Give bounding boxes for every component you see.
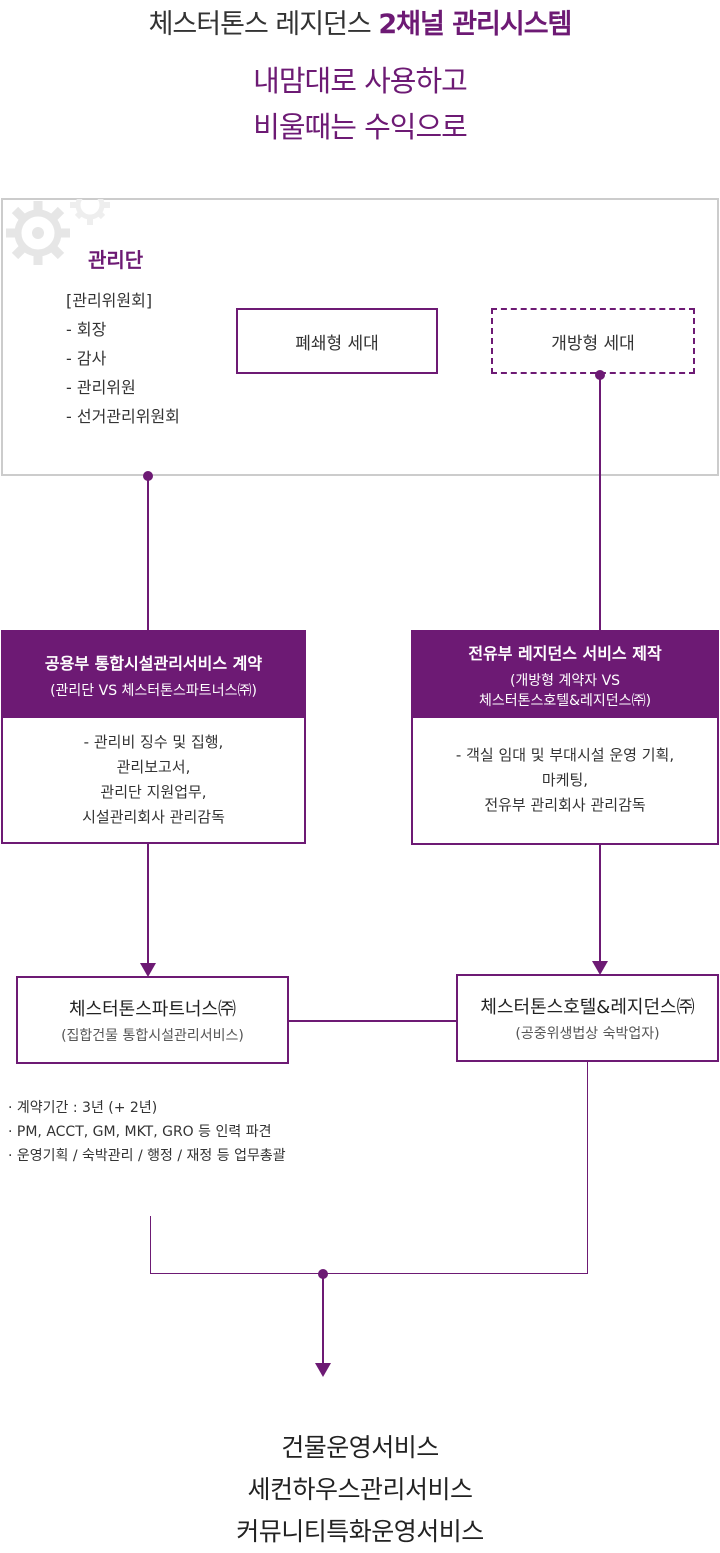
open-household-box: 개방형 세대 [491, 308, 695, 374]
connector-line [147, 476, 149, 631]
contract-title: 전유부 레지던스 서비스 제작 [468, 644, 662, 663]
service-item: 세컨하우스관리서비스 [247, 1475, 473, 1504]
closed-household-box: 폐쇄형 세대 [236, 308, 438, 374]
committee-item: - 선거관리위원회 [66, 407, 180, 426]
arrow-down-icon [315, 1363, 331, 1377]
connector-line [322, 1274, 324, 1366]
title-highlight: 2채널 관리시스템 [378, 9, 572, 40]
company-description: (공중위생법상 숙박업자) [515, 1026, 660, 1042]
note-item: · 운영기획 / 숙박관리 / 행정 / 재정 등 업무총괄 [8, 1148, 286, 1164]
arrow-down-icon [140, 963, 156, 977]
contract-header: 전유부 레지던스 서비스 제작 (개방형 계약자 VS 체스터톤스호텔&레지던스… [413, 632, 717, 718]
committee-item: - 관리위원 [66, 378, 136, 397]
contract-subtitle: (개방형 계약자 VS [509, 673, 621, 689]
connector-line [599, 845, 601, 963]
private-area-contract-box: 전유부 레지던스 서비스 제작 (개방형 계약자 VS 체스터톤스호텔&레지던스… [411, 630, 719, 845]
service-item: 건물운영서비스 [281, 1433, 439, 1462]
contract-header: 공용부 통합시설관리서비스 계약 (관리단 VS 체스터톤스파트너스㈜) [3, 632, 304, 718]
hotel-residence-company-box: 체스터톤스호텔&레지던스㈜ (공중위생법상 숙박업자) [456, 974, 719, 1062]
service-item: 커뮤니티특화운영서비스 [236, 1517, 484, 1546]
connector-line [147, 844, 149, 966]
contract-detail: 관리단 지원업무, [100, 783, 207, 801]
contract-details: - 객실 임대 및 부대시설 운영 기획, 마케팅, 전유부 관리회사 관리감독 [413, 718, 717, 843]
contract-details: - 관리비 징수 및 집행, 관리보고서, 관리단 지원업무, 시설관리회사 관… [3, 718, 304, 842]
contract-subtitle: 체스터톤스호텔&레지던스㈜) [478, 693, 652, 709]
company-description: (집합건물 통합시설관리서비스) [61, 1028, 244, 1044]
subtitle-line-2: 비울때는 수익으로 [253, 110, 468, 144]
connector-line [599, 375, 601, 631]
connector-line [587, 1062, 588, 1274]
note-item: · PM, ACCT, GM, MKT, GRO 등 인력 파견 [8, 1124, 272, 1140]
contract-title: 공용부 통합시설관리서비스 계약 [44, 654, 263, 673]
contract-detail: 관리보고서, [116, 758, 191, 776]
partners-company-box: 체스터톤스파트너스㈜ (집합건물 통합시설관리서비스) [16, 976, 289, 1064]
subtitle-line-1: 내맘대로 사용하고 [253, 64, 468, 98]
contract-notes: · 계약기간 : 3년 (+ 2년) · PM, ACCT, GM, MKT, … [8, 1096, 286, 1168]
company-name: 체스터톤스호텔&레지던스㈜ [480, 997, 695, 1018]
contract-subtitle: (관리단 VS 체스터톤스파트너스㈜) [50, 683, 257, 699]
arrow-down-icon [592, 961, 608, 975]
note-item: · 계약기간 : 3년 (+ 2년) [8, 1100, 158, 1116]
management-committee-list: [관리위원회] - 회장 - 감사 - 관리위원 - 선거관리위원회 [66, 286, 180, 431]
management-title: 관리단 [88, 248, 144, 272]
committee-item: [관리위원회] [66, 291, 153, 310]
gear-icon [2, 199, 132, 279]
committee-item: - 감사 [66, 349, 107, 368]
contract-detail: 시설관리회사 관리감독 [82, 808, 225, 826]
contract-detail: 마케팅, [541, 771, 589, 789]
connector-line [150, 1273, 588, 1274]
contract-detail: 전유부 관리회사 관리감독 [484, 796, 646, 814]
committee-item: - 회장 [66, 320, 107, 339]
company-name: 체스터톤스파트너스㈜ [68, 999, 237, 1020]
connector-line [150, 1216, 151, 1274]
page-title: 체스터톤스 레지던스 2채널 관리시스템 [0, 2, 720, 41]
common-area-contract-box: 공용부 통합시설관리서비스 계약 (관리단 VS 체스터톤스파트너스㈜) - 관… [1, 630, 306, 844]
company-link-line [289, 1020, 456, 1022]
title-text: 체스터톤스 레지던스 [148, 9, 379, 40]
contract-detail: - 관리비 징수 및 집행, [83, 733, 224, 751]
contract-detail: - 객실 임대 및 부대시설 운영 기획, [455, 746, 675, 764]
